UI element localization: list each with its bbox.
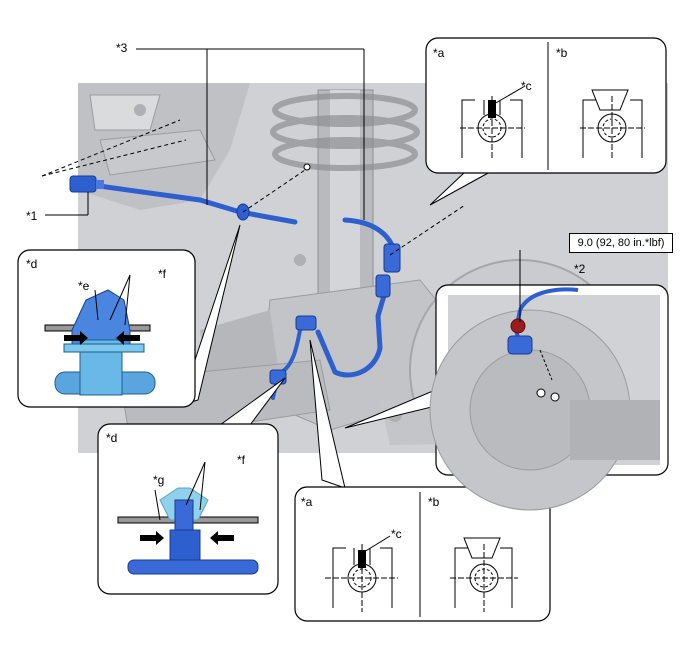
callout-3-lines bbox=[136, 48, 365, 220]
detail-panel-top bbox=[425, 37, 667, 206]
detail-panel-left bbox=[17, 224, 241, 408]
torque-spec: 9.0 (92, 80 in.*lbf) bbox=[569, 233, 673, 253]
callout-1: *1 bbox=[26, 209, 38, 223]
label-d-left: *d bbox=[26, 257, 38, 271]
label-b-bottom: *b bbox=[428, 495, 440, 509]
label-c-bottom: *c bbox=[391, 527, 402, 541]
callout-3: *3 bbox=[116, 41, 128, 55]
detail-panel-bottom bbox=[294, 339, 551, 622]
label-f-bottom: *f bbox=[237, 453, 246, 467]
label-d-bottom: *d bbox=[106, 431, 118, 445]
bolt-hole-marker bbox=[303, 163, 311, 171]
label-a-bottom: *a bbox=[301, 495, 313, 509]
callout-1-lines bbox=[45, 192, 89, 216]
label-g-bottom: *g bbox=[153, 473, 165, 487]
label-b-top: *b bbox=[556, 46, 568, 60]
label-a-top: *a bbox=[433, 46, 445, 60]
detail-panel-right bbox=[344, 284, 669, 511]
label-f-left: *f bbox=[158, 267, 167, 281]
label-e-left: *e bbox=[78, 279, 90, 293]
callout-2: *2 bbox=[574, 262, 586, 276]
label-c-top: *c bbox=[521, 79, 532, 93]
harness-connector bbox=[69, 175, 104, 193]
detail-panel-bottom-left bbox=[97, 377, 286, 595]
